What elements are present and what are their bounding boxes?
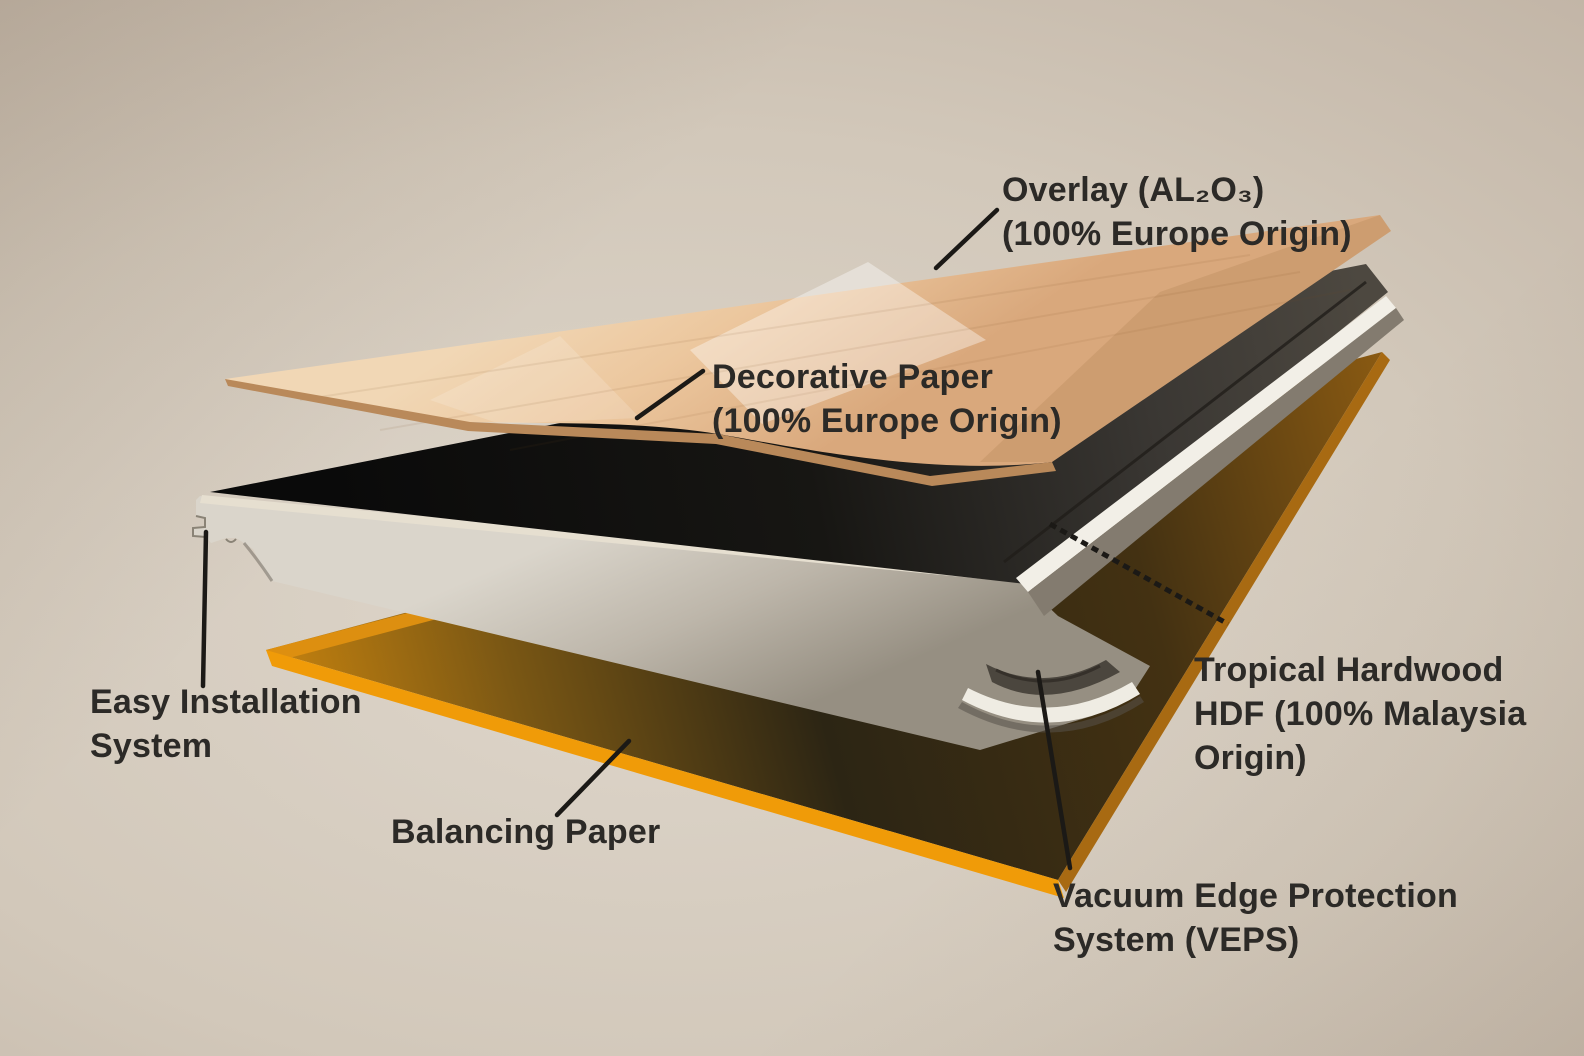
core-end-shadow-band (1028, 308, 1404, 616)
overlay-sheet-top-face (225, 215, 1391, 466)
easy-installation-profile-dimple (225, 538, 237, 543)
core-profile-curve-shadow (242, 542, 274, 582)
balancing-paper-end-edge (1058, 352, 1390, 892)
overlay-sheet-grain-line-2 (379, 271, 1301, 431)
overlay-sheet-grain-line-3 (509, 289, 1351, 451)
overlay-decorative-sheet-layer (225, 215, 1391, 486)
core-top-seam-line (1003, 280, 1367, 564)
veps-white-edge-strip (1016, 296, 1396, 592)
easy-installation-label: Easy Installation System (90, 683, 362, 765)
overlay-sheet-sheen-soft (430, 336, 640, 424)
veps-groove (986, 660, 1120, 695)
overlay-sheet-right-shade (980, 215, 1391, 462)
balancing-paper-front-edge (266, 650, 1064, 898)
tropical-hardwood-label: Tropical Hardwood HDF (100% Malaysia Ori… (1194, 651, 1527, 777)
veps-groove-white-lip (962, 682, 1140, 723)
overlay-label: Overlay (AL₂O₃) (100% Europe Origin) (1002, 171, 1352, 253)
core-top-chamfer (200, 495, 1018, 582)
decorative-paper-leader-line (634, 368, 706, 421)
veps-leader-line (1035, 669, 1073, 871)
decorative-paper-label: Decorative Paper (100% Europe Origin) (712, 358, 1062, 440)
core-side-face (193, 496, 1150, 750)
balancing-paper-leader-line (554, 738, 632, 818)
veps-groove-inner-shadow (995, 664, 1101, 683)
veps-lip-underside-shadow (958, 696, 1144, 733)
leader-lines (200, 207, 1230, 871)
tropical-hardwood-leader-line (1048, 521, 1230, 627)
overlay-leader-line (933, 207, 1000, 271)
overlay-sheet-sheen-highlight (690, 262, 986, 424)
overlay-sheet-grain-line-1 (299, 254, 1251, 401)
balancing-paper-label: Balancing Paper (391, 813, 661, 851)
easy-installation-leader-line (200, 529, 209, 689)
veps-label: Vacuum Edge Protection System (VEPS) (1053, 877, 1458, 959)
easy-installation-profile-lines (192, 515, 207, 538)
overlay-sheet-front-edge (225, 379, 1056, 486)
